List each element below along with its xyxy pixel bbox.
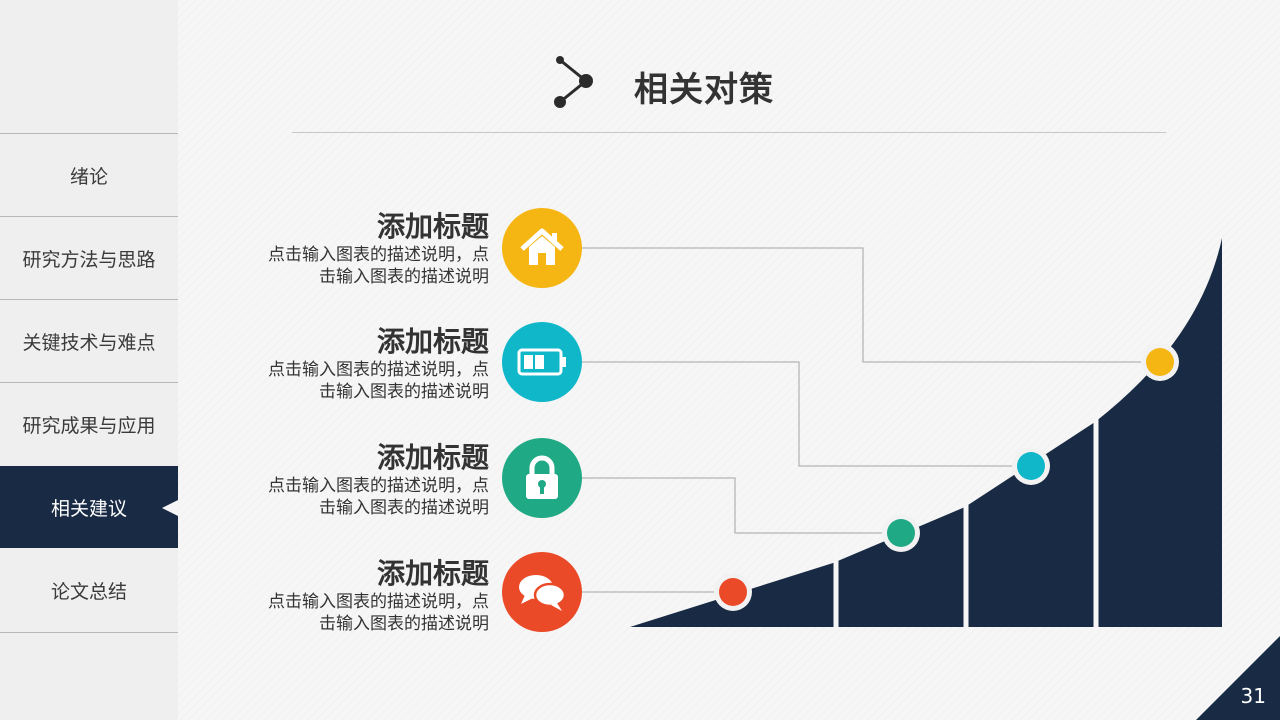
item-description-line: 击输入图表的描述说明 [319,614,489,634]
sidebar-divider [0,632,178,633]
item-description: 点击输入图表的描述说明，点 击输入图表的描述说明 [219,475,489,519]
corner-accent [1196,636,1280,720]
sidebar-item-key-technologies[interactable]: 关键技术与难点 [22,331,156,354]
item-description-line: 击输入图表的描述说明 [319,382,489,402]
active-pointer [162,500,178,516]
page-title: 相关对策 [634,70,774,110]
sidebar-item-suggestions[interactable]: 相关建议 [0,466,178,548]
sidebar-item-introduction[interactable]: 绪论 [69,165,108,188]
item-description: 点击输入图表的描述说明，点 击输入图表的描述说明 [219,591,489,635]
sidebar-divider [0,216,178,217]
title-divider [292,132,1166,133]
connector-line-3 [582,477,901,534]
item-description-line: 点击输入图表的描述说明，点 [268,360,489,380]
item-description: 点击输入图表的描述说明，点 击输入图表的描述说明 [219,244,489,288]
item-description: 点击输入图表的描述说明，点 击输入图表的描述说明 [219,359,489,403]
lock-icon [502,438,582,518]
sidebar-divider [0,133,178,134]
item-description-line: 击输入图表的描述说明 [319,498,489,518]
item-description-line: 点击输入图表的描述说明，点 [268,245,489,265]
sidebar-item-summary[interactable]: 论文总结 [50,580,127,603]
chat-icon [502,552,582,632]
item-title: 添加标题 [376,210,489,243]
connector-line-1 [582,247,1160,363]
sidebar-nav: 绪论 研究方法与思路 关键技术与难点 研究成果与应用 相关建议 论文总结 [0,0,178,720]
item-description-line: 击输入图表的描述说明 [319,267,489,287]
item-title: 添加标题 [376,325,489,358]
item-title: 添加标题 [376,441,489,474]
home-icon [502,208,582,288]
sidebar-item-methods[interactable]: 研究方法与思路 [22,248,156,271]
battery-icon [502,322,582,402]
page-number: 31 [1240,684,1266,708]
item-description-line: 点击输入图表的描述说明，点 [268,476,489,496]
item-description-line: 点击输入图表的描述说明，点 [268,592,489,612]
item-title: 添加标题 [376,557,489,590]
sidebar-item-results[interactable]: 研究成果与应用 [22,414,156,437]
growth-curve-shape [630,238,1222,627]
connector-line-2 [582,361,1031,467]
share-nodes-icon [554,56,593,108]
sidebar-divider [0,299,178,300]
sidebar-divider [0,382,178,383]
